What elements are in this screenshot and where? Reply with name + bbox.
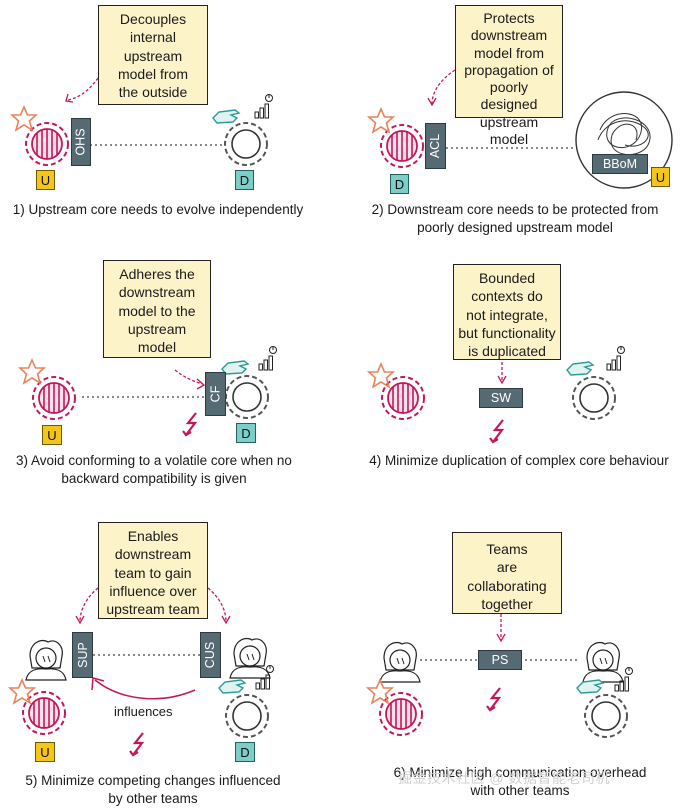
note-panel-6: Teams are collaborating together	[452, 532, 562, 614]
panel-4	[368, 346, 625, 444]
panel-3	[19, 346, 277, 437]
upstream-tag-3: U	[42, 425, 62, 445]
panel-1	[11, 77, 273, 166]
ps-box: PS	[478, 650, 522, 670]
downstream-tag-5: D	[235, 742, 255, 762]
note-panel-5: Enables downstream team to gain influenc…	[98, 522, 208, 619]
influences-label: influences	[114, 704, 173, 719]
sup-box: SUP	[72, 632, 93, 678]
cf-box: CF	[205, 372, 226, 416]
caption-panel-4: 4) Minimize duplication of complex core …	[369, 453, 669, 468]
ohs-box: OHS	[71, 118, 91, 166]
downstream-tag-3: D	[236, 423, 256, 443]
upstream-tag-1: U	[36, 170, 55, 190]
panel-5	[9, 587, 274, 757]
downstream-tag-1: D	[235, 170, 254, 190]
upstream-tag-2: U	[651, 167, 670, 187]
note-panel-3: Adheres the downstream model to the upst…	[103, 260, 211, 358]
caption-panel-6: 6) Minimize high communication overhead …	[393, 765, 647, 798]
caption-panel-2: 2) Downstream core needs to be protected…	[371, 202, 659, 235]
acl-box: ACL	[425, 123, 446, 169]
caption-panel-3: 3) Avoid conforming to a volatile core w…	[16, 453, 292, 486]
cus-box: CUS	[200, 632, 221, 678]
caption-panel-5: 5) Minimize competing changes influenced…	[25, 773, 281, 806]
panel-6	[367, 614, 633, 738]
watermark: 掘金技术社区 @ 数据智能老司机	[398, 770, 610, 786]
note-panel-4: Bounded contexts do not integrate, but f…	[453, 264, 561, 360]
note-panel-1: Decouples internal upstream model from t…	[98, 5, 208, 105]
sw-box: SW	[479, 388, 523, 408]
bbom-box: BBoM	[592, 154, 648, 174]
downstream-tag-2: D	[390, 174, 409, 194]
caption-panel-1: 1) Upstream core needs to evolve indepen…	[12, 202, 304, 217]
note-panel-2: Protects downstream model from propagati…	[455, 5, 563, 147]
upstream-tag-5: U	[35, 742, 55, 762]
